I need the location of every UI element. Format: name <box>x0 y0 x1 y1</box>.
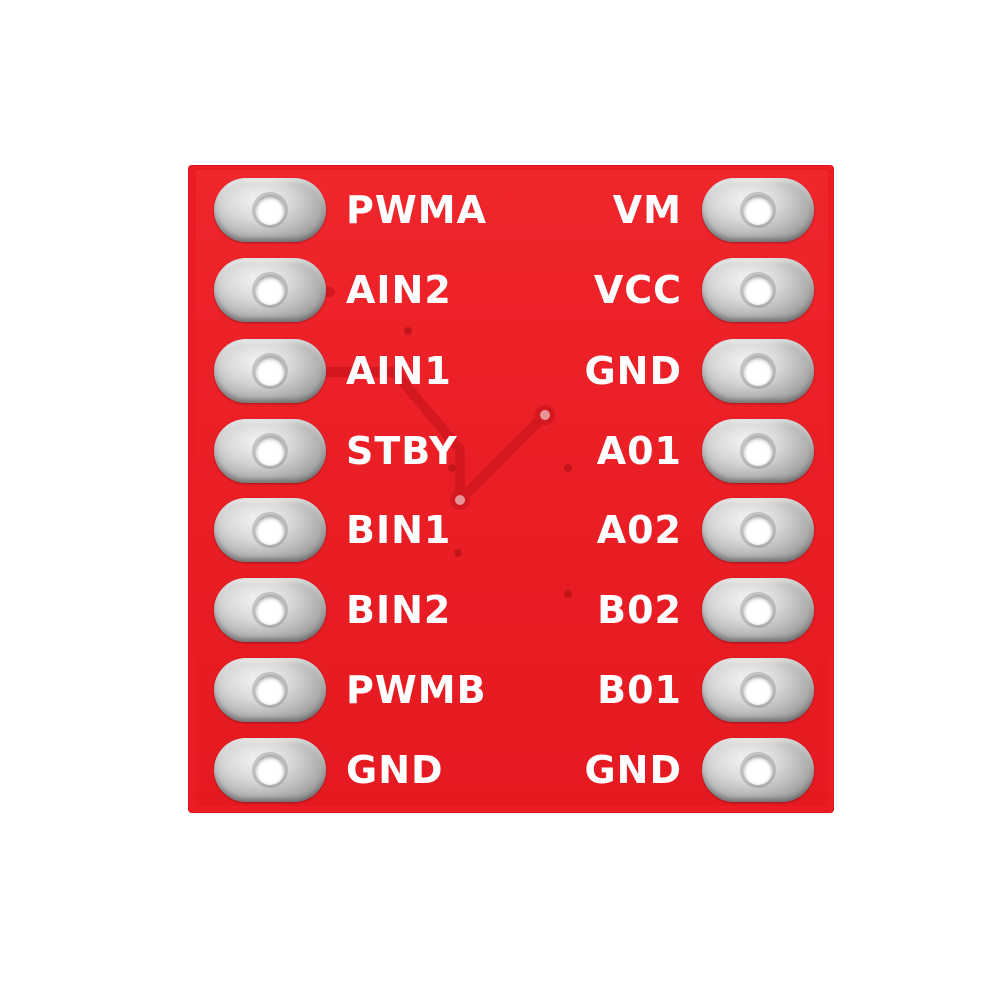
via-dot <box>404 327 412 335</box>
pad-hole <box>255 515 285 545</box>
pad-right-6 <box>702 578 814 642</box>
pad-right-3 <box>702 339 814 403</box>
trace-ain1 <box>320 367 465 505</box>
pad-left-4 <box>214 419 326 483</box>
pad-hole <box>743 675 773 705</box>
pad-right-4 <box>702 419 814 483</box>
pin-label-b01: B01 <box>597 668 682 712</box>
pad-hole <box>255 195 285 225</box>
pin-label-ain1: AIN1 <box>346 349 452 393</box>
pin-label-bin1: BIN1 <box>346 508 452 552</box>
trace-center <box>455 410 550 505</box>
pad-hole <box>255 595 285 625</box>
pad-left-1 <box>214 178 326 242</box>
pad-hole <box>743 275 773 305</box>
pad-hole <box>255 436 285 466</box>
via-dot <box>454 549 462 557</box>
pad-left-2 <box>214 258 326 322</box>
pad-left-6 <box>214 578 326 642</box>
pin-label-vm: VM <box>612 188 682 232</box>
pad-right-1 <box>702 178 814 242</box>
pin-label-a02: A02 <box>596 508 682 552</box>
pin-label-ain2: AIN2 <box>346 268 452 312</box>
pad-left-3 <box>214 339 326 403</box>
pin-label-gnd-right-1: GND <box>584 349 682 393</box>
pin-label-gnd-left: GND <box>346 748 444 792</box>
pad-right-5 <box>702 498 814 562</box>
pad-left-7 <box>214 658 326 722</box>
pad-hole <box>255 356 285 386</box>
via-dot <box>564 464 572 472</box>
pin-label-bin2: BIN2 <box>346 588 452 632</box>
pad-right-7 <box>702 658 814 722</box>
pin-label-gnd-right-2: GND <box>584 748 682 792</box>
pin-label-a01: A01 <box>596 429 682 473</box>
pad-hole <box>743 356 773 386</box>
pin-label-pwmb: PWMB <box>346 668 487 712</box>
pad-hole <box>743 515 773 545</box>
pad-left-5 <box>214 498 326 562</box>
pad-hole <box>743 195 773 225</box>
pad-left-8 <box>214 738 326 802</box>
pin-label-b02: B02 <box>597 588 682 632</box>
pin-label-pwma: PWMA <box>346 188 487 232</box>
via-dot <box>564 590 572 598</box>
pad-hole <box>743 755 773 785</box>
pad-hole <box>255 675 285 705</box>
via-2-hole <box>455 495 465 505</box>
via-1-hole <box>540 410 550 420</box>
via-dot <box>448 464 456 472</box>
pad-hole <box>743 436 773 466</box>
pad-hole <box>743 595 773 625</box>
pad-hole <box>255 275 285 305</box>
pad-hole <box>255 755 285 785</box>
pin-label-vcc: VCC <box>593 268 682 312</box>
pin-label-stby: STBY <box>346 429 458 473</box>
pad-right-2 <box>702 258 814 322</box>
pad-right-8 <box>702 738 814 802</box>
